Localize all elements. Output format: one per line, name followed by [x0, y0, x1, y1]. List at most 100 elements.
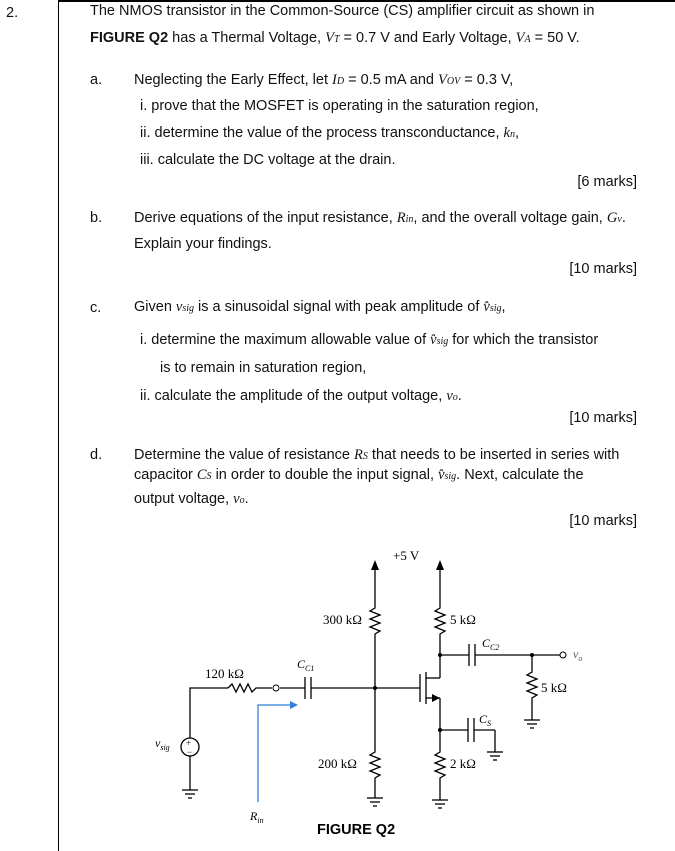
vov-sub: OV [446, 76, 461, 87]
part-b-text: . [621, 210, 626, 226]
part-a-item-1: i. prove that the MOSFET is operating in… [140, 98, 539, 114]
rs-label: 2 kΩ [450, 756, 476, 771]
part-a-item-text: ii. determine the value of the process t… [140, 125, 504, 141]
vo-symbol: v [233, 491, 240, 507]
rin-arrow [257, 701, 298, 802]
part-b-line-2: Explain your findings. [134, 236, 272, 252]
part-a-marks: [6 marks] [577, 174, 637, 190]
vhat-sub: sig [444, 471, 457, 482]
vo-symbol: v [446, 388, 453, 404]
supply-label: +5 V [393, 548, 420, 563]
question-number: 2. [6, 5, 19, 21]
vhat-sub: sig [489, 303, 502, 314]
resistor-source-2k [433, 744, 447, 800]
part-d-text: in order to double the input signal, [211, 467, 439, 483]
part-d-marks: [10 marks] [569, 513, 637, 529]
vhat-sub: sig [436, 336, 449, 347]
rsig-label: 120 kΩ [205, 666, 244, 681]
kn-symbol: k [503, 125, 510, 141]
cs-amplifier-circuit: + − +5 V 300 kΩ 200 kΩ 5 kΩ 2 kΩ 5 kΩ 12… [155, 548, 582, 838]
part-a-text: = 0.5 mA and [344, 72, 439, 88]
part-a-text: Neglecting the Early Effect, let [134, 72, 333, 88]
part-d-label: d. [90, 447, 103, 463]
part-c-item-2: ii. calculate the amplitude of the outpu… [140, 388, 462, 405]
part-d-text: Determine the value of resistance [134, 447, 355, 463]
rin-label: Rin [249, 809, 264, 825]
part-d-text: that needs to be inserted in series with [367, 447, 620, 463]
va-sub: A [524, 34, 531, 45]
margin-rule [58, 0, 59, 851]
cs-sub: S [206, 471, 212, 482]
vsig-source [180, 737, 200, 757]
part-b-marks: [10 marks] [569, 261, 637, 277]
top-rule [58, 0, 675, 2]
gv-symbol: G [606, 210, 618, 226]
part-d-line-1: Determine the value of resistance RS tha… [134, 447, 619, 464]
intro-text: = 50 V. [530, 30, 580, 46]
wire-vsig-top [189, 687, 228, 738]
resistor-load-5k [525, 655, 539, 720]
part-c-item-1-line-2: is to remain in saturation region, [160, 360, 367, 376]
cc1-label: CC1 [297, 657, 314, 673]
node-source [438, 728, 442, 732]
resistor-300k [368, 600, 382, 750]
part-c-item-text: for which the transistor [448, 332, 599, 348]
rl-label: 5 kΩ [541, 680, 567, 695]
figure-caption: FIGURE Q2 [317, 822, 395, 838]
intro-text: = 0.7 V and Early Voltage, [339, 30, 516, 46]
input-terminal [272, 684, 280, 692]
vo-sub: o [239, 495, 245, 506]
node-gate [373, 686, 377, 690]
source-minus: − [187, 747, 192, 757]
cs-label: CS [479, 712, 491, 728]
intro-text: The NMOS transistor in the Common-Source… [90, 3, 595, 19]
part-d-text: . [244, 491, 249, 507]
figure-ref: FIGURE Q2 [90, 30, 169, 46]
cs-symbol: C [196, 467, 207, 483]
rin-sub: in [405, 214, 414, 225]
part-a-label: a. [90, 72, 103, 88]
vt-symbol: V [325, 30, 334, 46]
vhat-symbol: v̂ [438, 467, 445, 483]
circuit-wires [189, 565, 560, 800]
part-d-line-3: output voltage, vo. [134, 491, 249, 508]
intro-text: has a Thermal Voltage, [168, 30, 326, 46]
part-c-label: c. [90, 300, 102, 316]
resistor-200k [368, 750, 382, 798]
node-drain [438, 653, 442, 657]
cc2-label: CC2 [482, 636, 499, 652]
vov-symbol: V [438, 72, 447, 88]
part-d-text: capacitor [134, 467, 197, 483]
part-a-item-3: iii. calculate the DC voltage at the dra… [140, 152, 396, 168]
rd-label: 5 kΩ [450, 612, 476, 627]
part-d-text: . Next, calculate the [456, 467, 584, 483]
supply-arrow-gate [371, 560, 379, 570]
part-b-line-1: Derive equations of the input resistance… [134, 210, 626, 227]
vhat-symbol: v̂ [430, 332, 437, 348]
resistor-drain-5k [433, 600, 447, 678]
intro-line-1: The NMOS transistor in the Common-Source… [90, 3, 594, 19]
rs-symbol: R [354, 447, 363, 463]
gv-sub: v [617, 214, 622, 225]
part-c-item-text: i. determine the maximum allowable value… [140, 332, 431, 348]
resistor-rsig [227, 682, 272, 694]
output-terminal [559, 651, 567, 659]
mosfet-source-arrow [432, 694, 440, 702]
part-b-text: Derive equations of the input resistance… [134, 210, 397, 226]
supply-arrow-drain [436, 560, 444, 570]
id-symbol: I [332, 72, 337, 88]
part-c-marks: [10 marks] [569, 410, 637, 426]
part-a-line: Neglecting the Early Effect, let ID = 0.… [134, 72, 513, 89]
vo-sub: o [452, 392, 458, 403]
vo-label: vo [573, 647, 582, 663]
id-sub: D [336, 76, 345, 87]
vt-sub: T [333, 34, 340, 45]
vsig-label: vsig [155, 736, 170, 752]
part-a-text: = 0.3 V, [460, 72, 514, 88]
ground-symbols [182, 719, 540, 809]
part-c-text: Given [134, 299, 176, 315]
part-d-text: output voltage, [134, 491, 234, 507]
vhat-symbol: v̂ [483, 299, 490, 315]
kn-sub: n [509, 129, 515, 140]
vsig-sub: sig [182, 303, 195, 314]
